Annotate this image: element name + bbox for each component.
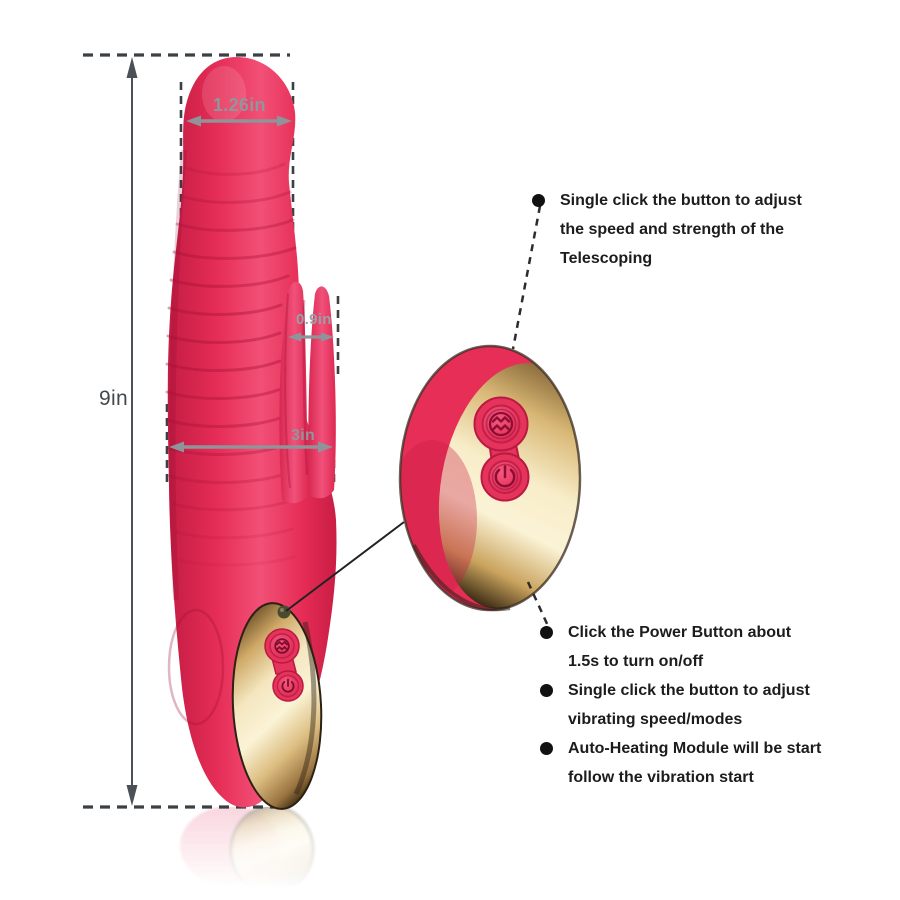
shaft-ridges bbox=[165, 162, 297, 567]
bullet-dot-icon bbox=[540, 626, 553, 639]
device bbox=[165, 57, 337, 810]
floor-reflection bbox=[180, 804, 315, 896]
callout-telescoping: Single click the button to adjust the sp… bbox=[532, 186, 802, 273]
telescoping-wave-icon bbox=[274, 638, 290, 654]
head-highlight bbox=[202, 66, 246, 122]
callout-list: Click the Power Button about 1.5s to tur… bbox=[540, 618, 821, 792]
magnifier-circle bbox=[398, 344, 582, 612]
device-telescoping-button bbox=[269, 633, 295, 659]
bullet-dot-icon bbox=[540, 742, 553, 755]
magnified-buttons bbox=[473, 396, 530, 502]
shaft-ear-crease bbox=[284, 293, 291, 489]
magnified-telescoping-button bbox=[481, 404, 521, 444]
callout-vibration: Single click the button to adjust vibrat… bbox=[540, 676, 821, 734]
callout-power: Click the Power Button about 1.5s to tur… bbox=[540, 618, 821, 676]
callout-line-solid bbox=[285, 521, 405, 612]
callout-heating-text: Auto-Heating Module will be start follow… bbox=[568, 740, 822, 786]
bullet-dot-icon bbox=[532, 194, 545, 207]
telescoping-wave-icon bbox=[488, 411, 514, 437]
width-arrows bbox=[169, 115, 334, 453]
callout-heating: Auto-Heating Module will be start follow… bbox=[540, 734, 821, 792]
lanyard-dot bbox=[277, 605, 291, 619]
bullet-dot-icon bbox=[540, 684, 553, 697]
callout-telescoping-text: Single click the button to adjust the sp… bbox=[560, 192, 802, 267]
callout-power-text: Click the Power Button about 1.5s to tur… bbox=[568, 624, 792, 670]
ear-width-measurement-label: 0.9in bbox=[296, 311, 332, 328]
callout-lines-dashed bbox=[511, 205, 550, 627]
callout-vibration-text: Single click the button to adjust vibrat… bbox=[568, 682, 810, 728]
power-icon bbox=[494, 465, 516, 488]
head-width-measurement-label: 1.26in bbox=[213, 95, 266, 115]
measurement-guides bbox=[83, 53, 340, 809]
handle-crease bbox=[167, 608, 225, 726]
length-measurement-label: 9in bbox=[99, 387, 128, 410]
body-width-measurement-label: 3in bbox=[291, 427, 316, 444]
shaft-left-shade bbox=[169, 149, 187, 601]
ear-crease bbox=[302, 299, 309, 476]
length-arrow bbox=[126, 57, 138, 806]
power-icon bbox=[281, 678, 295, 693]
device-control-panel bbox=[231, 602, 323, 810]
device-buttons bbox=[264, 628, 304, 702]
